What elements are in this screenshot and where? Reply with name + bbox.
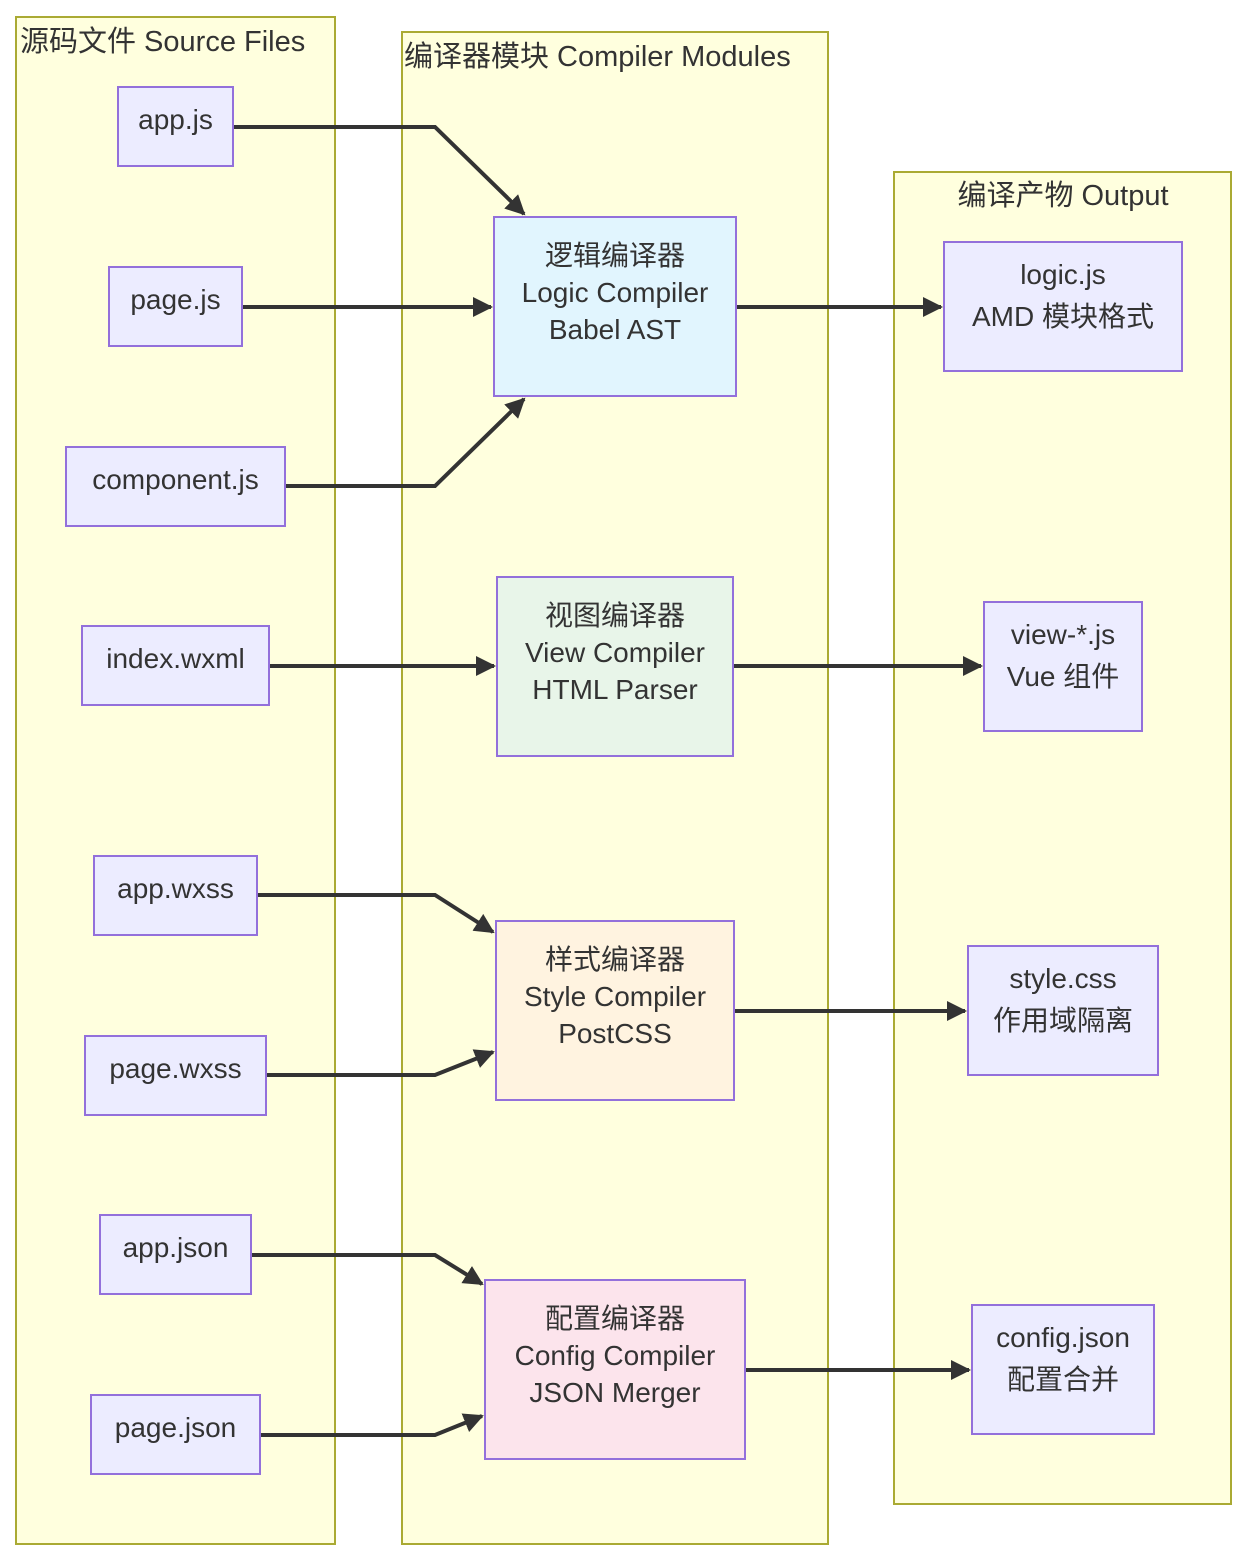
node-label-line: app.js: [138, 104, 213, 135]
node-box: [65, 446, 286, 527]
node-box: [99, 1214, 252, 1295]
node-index-wxml[interactable]: index.wxml: [81, 625, 270, 706]
node-box: [493, 216, 737, 397]
cluster-box: [893, 171, 1232, 1505]
edges: [234, 125, 983, 1437]
node-label-line: app.wxss: [117, 873, 234, 904]
node-label-line: PostCSS: [558, 1018, 672, 1049]
node-label-line: 视图编译器: [545, 600, 685, 631]
node-label-line: 作用域隔离: [993, 1005, 1133, 1036]
cluster-source: 源码文件 Source Files: [15, 16, 336, 1545]
node-box: [967, 945, 1159, 1076]
node-box: [496, 576, 734, 757]
node-box: [84, 1035, 267, 1116]
cluster-output: 编译产物 Output: [893, 171, 1232, 1505]
node-label-line: view-*.js: [1011, 619, 1115, 650]
node-page-js[interactable]: page.js: [108, 266, 243, 347]
node-box: [484, 1279, 746, 1460]
node-label-line: app.json: [123, 1232, 229, 1263]
node-label-line: 配置编译器: [545, 1303, 685, 1334]
edge-app_js-to-logic_compiler: [234, 125, 526, 216]
node-component-js[interactable]: component.js: [65, 446, 286, 527]
edge-app_json-to-config_compiler: [252, 1253, 484, 1286]
node-label-line: Style Compiler: [524, 981, 706, 1012]
node-label-line: JSON Merger: [529, 1377, 700, 1408]
node-app-json[interactable]: app.json: [99, 1214, 252, 1295]
node-page-wxss[interactable]: page.wxss: [84, 1035, 267, 1116]
node-style-out[interactable]: style.css 作用域隔离: [967, 945, 1159, 1076]
node-app-js[interactable]: app.js: [117, 86, 234, 167]
node-label-line: page.wxss: [109, 1053, 241, 1084]
node-label-line: Babel AST: [549, 314, 681, 345]
node-label-line: component.js: [92, 464, 259, 495]
node-box: [93, 855, 258, 936]
node-label-line: page.json: [115, 1412, 236, 1443]
cluster-box: [15, 16, 336, 1545]
node-app-wxss[interactable]: app.wxss: [93, 855, 258, 936]
cluster-label: 源码文件 Source Files: [20, 25, 305, 58]
node-label-line: Vue 组件: [1007, 661, 1120, 692]
edge-page_wxss-to-style_compiler: [267, 1049, 495, 1077]
node-box: [495, 920, 735, 1101]
nodes: app.js page.js component.js index.wxml app.w…: [65, 86, 1183, 1475]
node-label-line: Logic Compiler: [522, 277, 709, 308]
edge-app_wxss-to-style_compiler: [258, 893, 495, 934]
node-label-line: HTML Parser: [532, 674, 697, 705]
node-config-out[interactable]: config.json 配置合并: [971, 1304, 1155, 1435]
node-label-line: style.css: [1009, 963, 1116, 994]
node-box: [943, 241, 1183, 372]
node-box: [117, 86, 234, 167]
node-label-line: index.wxml: [106, 643, 244, 674]
edge-page_json-to-config_compiler: [261, 1413, 484, 1437]
node-label-line: page.js: [130, 284, 220, 315]
node-label-line: View Compiler: [525, 637, 705, 668]
node-label-line: 逻辑编译器: [545, 240, 685, 271]
node-label-line: Config Compiler: [515, 1340, 716, 1371]
node-box: [81, 625, 270, 706]
node-box: [971, 1304, 1155, 1435]
node-label-line: config.json: [996, 1322, 1130, 1353]
node-box: [983, 601, 1143, 732]
node-box: [90, 1394, 261, 1475]
node-label-line: logic.js: [1020, 259, 1106, 290]
edge-component_js-to-logic_compiler: [286, 397, 526, 488]
cluster-label: 编译器模块 Compiler Modules: [404, 40, 791, 73]
node-label-line: 配置合并: [1007, 1364, 1119, 1395]
node-label-line: 样式编译器: [545, 944, 685, 975]
node-label-line: AMD 模块格式: [972, 301, 1154, 332]
cluster-label: 编译产物 Output: [957, 179, 1168, 212]
node-page-json[interactable]: page.json: [90, 1394, 261, 1475]
node-box: [108, 266, 243, 347]
